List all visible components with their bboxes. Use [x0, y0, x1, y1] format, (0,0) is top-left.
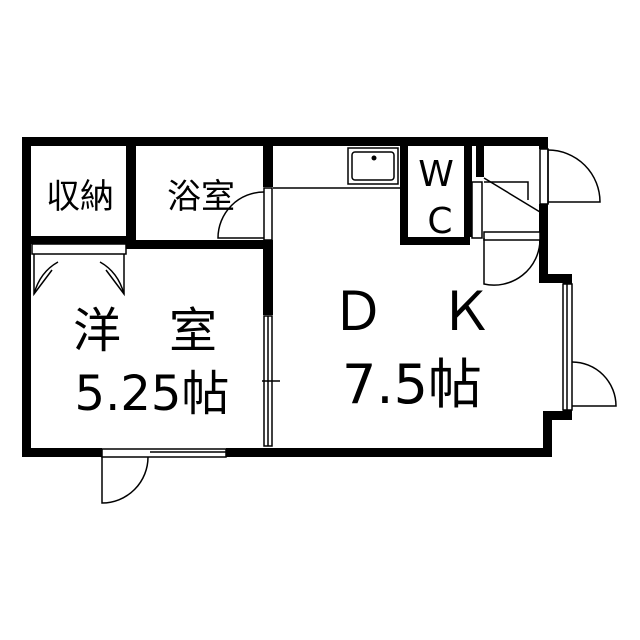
dk-size: 7.5帖	[342, 353, 482, 416]
storage-label: 収納	[46, 177, 114, 217]
door-swing-icon	[101, 448, 227, 504]
door-swing-icon	[31, 243, 127, 297]
wc-label-c: C	[427, 201, 452, 242]
walls	[22, 137, 572, 457]
wc-label-w: W	[418, 154, 454, 195]
door-swing-icon	[539, 148, 601, 205]
door-swing-icon	[471, 177, 541, 286]
window-icon	[562, 283, 617, 411]
western-room-size: 5.25帖	[75, 366, 230, 422]
dk-name: Ｄ Ｋ	[331, 280, 493, 343]
door-swing-icon	[217, 187, 273, 241]
western-room-name: 洋 室	[73, 303, 217, 359]
sliding-door-icon	[262, 315, 280, 447]
bathroom-label: 浴室	[167, 177, 235, 217]
sink-icon	[347, 147, 399, 185]
